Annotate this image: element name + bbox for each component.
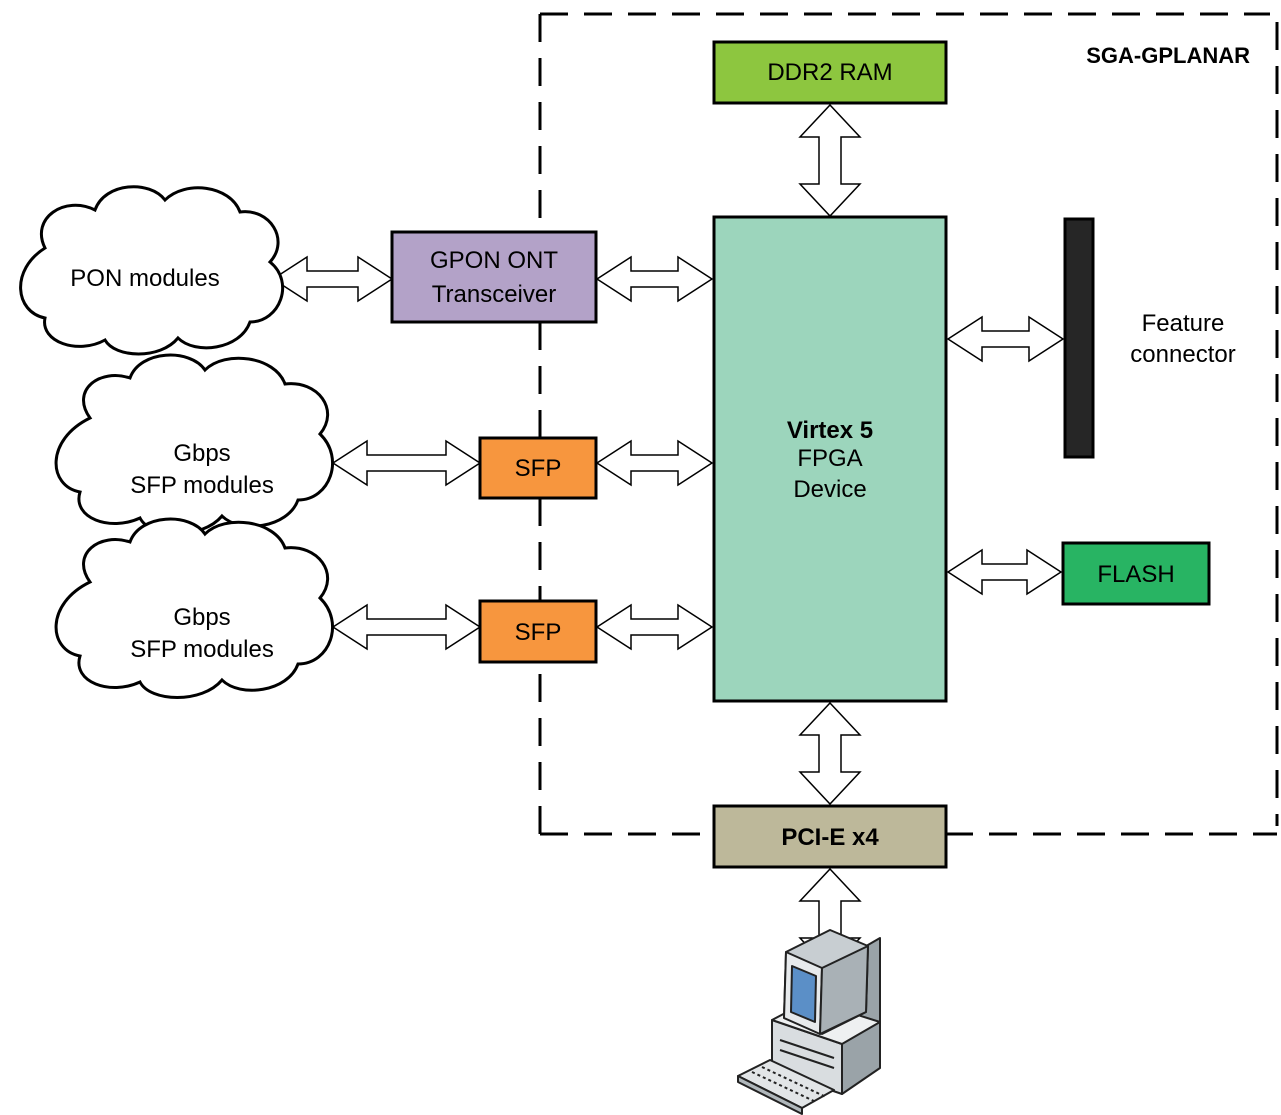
gbps-sfp-cloud-1-line1: Gbps xyxy=(173,440,230,467)
gbps-sfp-cloud-1: Gbps SFP modules xyxy=(54,353,335,535)
ddr2-ram-box xyxy=(712,40,948,105)
sfp-box-2 xyxy=(478,599,598,664)
arrow-sfp1-fpga xyxy=(595,439,714,487)
arrow-fpga-flash xyxy=(946,548,1063,596)
feature-connector-line2: connector xyxy=(1130,341,1235,368)
gbps-sfp-cloud-1-line2: SFP modules xyxy=(130,472,274,499)
cloud-shape-sfp-1 xyxy=(54,353,335,535)
feature-connector-line1: Feature xyxy=(1142,310,1225,337)
desktop-computer-icon xyxy=(737,929,881,1115)
cloud-shape-pon xyxy=(19,185,285,356)
ddr2-ram-block: DDR2 RAM xyxy=(712,40,948,105)
gbps-sfp-cloud-2: Gbps SFP modules xyxy=(54,517,335,699)
sfp-label-2: SFP xyxy=(515,619,562,646)
gpon-line1: GPON ONT xyxy=(430,247,558,274)
arrow-fpga-pcie xyxy=(798,701,862,806)
flash-label: FLASH xyxy=(1097,561,1174,588)
pon-modules-cloud: PON modules xyxy=(19,185,285,356)
feature-connector-block: Feature connector xyxy=(1063,217,1236,459)
flash-block: FLASH xyxy=(1061,541,1211,606)
fpga-title: Virtex 5 xyxy=(787,417,873,444)
board-boundary xyxy=(538,12,1279,836)
arrow-cloud2-sfp2 xyxy=(331,603,482,651)
feature-connector-bar xyxy=(1063,217,1095,459)
ddr2-ram-label: DDR2 RAM xyxy=(767,59,892,86)
sfp-label-1: SFP xyxy=(515,455,562,482)
board-title: SGA-GPLANAR xyxy=(1086,43,1250,68)
pon-modules-label: PON modules xyxy=(70,265,219,292)
flash-box xyxy=(1061,541,1211,606)
sfp-block-2: SFP xyxy=(478,599,598,664)
gpon-line2: Transceiver xyxy=(432,281,556,308)
cloud-shape-sfp-2 xyxy=(54,517,335,699)
gbps-sfp-cloud-2-line2: SFP modules xyxy=(130,636,274,663)
arrow-fpga-feature xyxy=(946,315,1065,363)
arrow-gpon-fpga xyxy=(595,255,714,303)
fpga-block: Virtex 5 FPGA Device xyxy=(712,215,948,703)
fpga-line2: FPGA xyxy=(797,445,862,472)
arrow-ddr2-fpga xyxy=(798,103,862,218)
gbps-sfp-cloud-2-line1: Gbps xyxy=(173,604,230,631)
pcie-label: PCI-E x4 xyxy=(781,824,879,851)
pcie-block: PCI-E x4 xyxy=(712,804,948,869)
arrow-pon-gpon xyxy=(271,255,394,303)
pcie-box xyxy=(712,804,948,869)
gpon-transceiver-block: GPON ONT Transceiver xyxy=(390,230,598,324)
arrow-sfp2-fpga xyxy=(595,603,714,651)
gpon-box xyxy=(390,230,598,324)
arrow-cloud1-sfp1 xyxy=(331,439,482,487)
sfp-block-1: SFP xyxy=(478,436,598,500)
fpga-line3: Device xyxy=(793,476,866,503)
fpga-box xyxy=(712,215,948,703)
sfp-box-1 xyxy=(478,436,598,500)
